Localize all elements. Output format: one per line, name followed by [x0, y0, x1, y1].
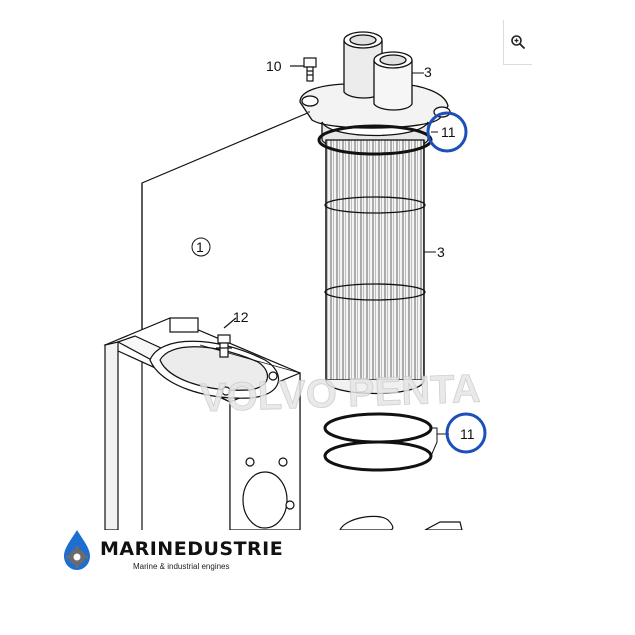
callout-8: 8	[318, 527, 326, 543]
highlight-upper-o-ring	[426, 111, 468, 153]
callout-12: 12	[233, 309, 249, 325]
line-art: VOLVO PENTA 10 3 11 3 12	[103, 31, 524, 543]
sensor-part-12	[216, 317, 237, 358]
brand-tagline: Marine & industrial engines	[133, 562, 230, 571]
brand-logo-block: MARINEDUSTRIE Marine & industrial engine…	[60, 528, 310, 578]
watermark-text: VOLVO PENTA	[199, 367, 481, 421]
filter-cartridge: VOLVO PENTA	[199, 139, 482, 421]
callout-3-pipe: 3	[424, 64, 432, 80]
callout-11-lower: 11	[460, 426, 475, 442]
zoom-in-button[interactable]	[503, 20, 532, 65]
bolt-part-10	[290, 57, 317, 82]
housing-outline	[141, 111, 311, 530]
svg-text:1: 1	[196, 239, 204, 255]
partial-bottom-parts	[339, 515, 463, 530]
highlight-circles	[426, 111, 487, 454]
callout-3-cartridge: 3	[437, 244, 445, 260]
zoom-in-icon	[511, 35, 526, 50]
housing-block	[103, 317, 301, 530]
callout-10-top: 10	[266, 58, 282, 74]
highlight-lower-o-rings	[445, 412, 487, 454]
droplet-gear-logo-icon	[64, 530, 90, 570]
assembly-marker-1: 1	[191, 237, 211, 257]
o-rings-lower	[323, 412, 433, 472]
brand-name: MARINEDUSTRIE	[100, 538, 284, 560]
callout-10-bottom: 10	[508, 527, 524, 543]
callout-11-upper: 11	[441, 124, 456, 140]
